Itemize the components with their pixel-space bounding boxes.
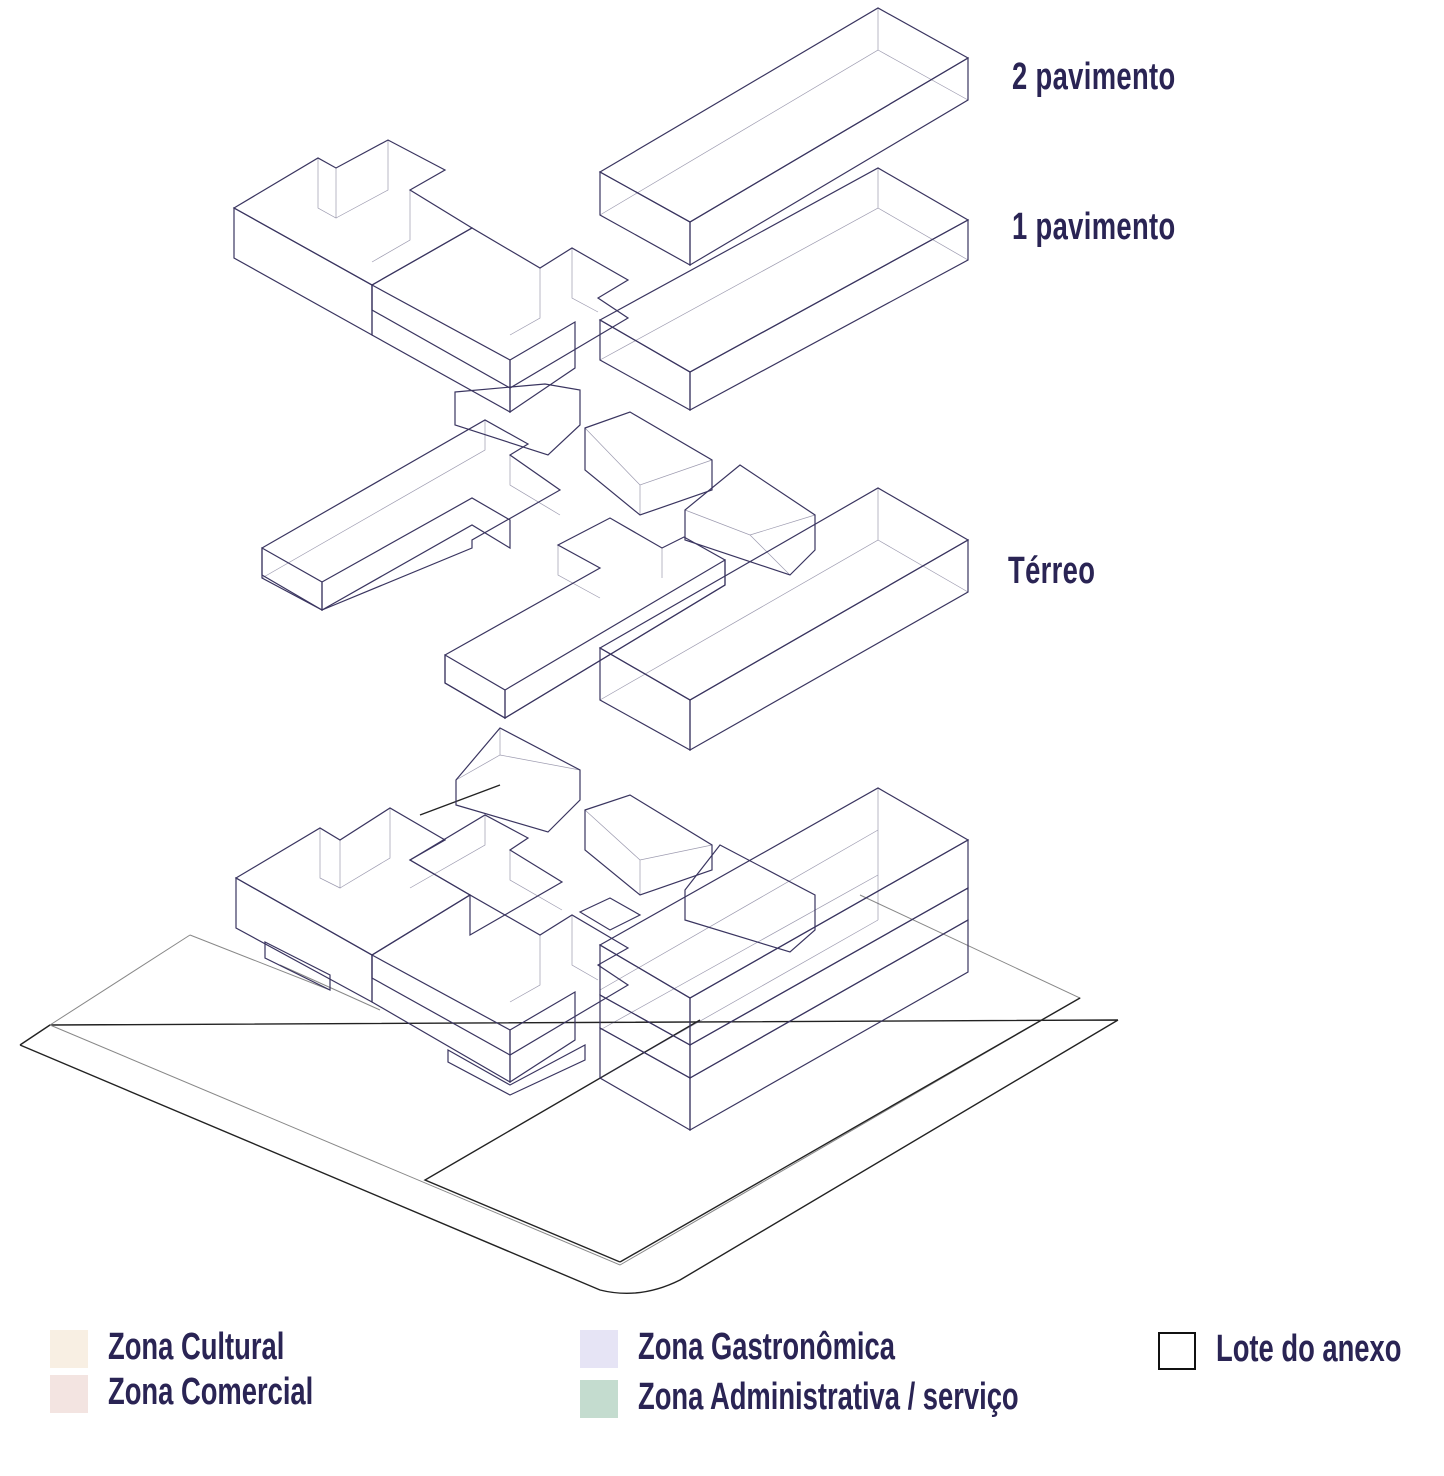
block-1-pavimento-comercial bbox=[371, 227, 630, 414]
block-terreo-comercial bbox=[598, 487, 970, 752]
block-2-pavimento bbox=[598, 7, 970, 267]
assembled-comercial-left bbox=[371, 894, 642, 1096]
legend-cultural-swatch bbox=[50, 1330, 88, 1368]
block-administrativa-upper bbox=[454, 383, 816, 576]
legend-administrativa-swatch bbox=[580, 1380, 618, 1418]
legend-lote-label: Lote do anexo bbox=[1216, 1328, 1402, 1370]
legend-gastronomica-swatch bbox=[580, 1330, 618, 1368]
label-1-pavimento: 1 pavimento bbox=[1012, 206, 1176, 248]
legend-administrativa-label: Zona Administrativa / serviço bbox=[638, 1376, 1019, 1418]
assembled-admin bbox=[455, 727, 816, 953]
block-1-pavimento-right bbox=[598, 167, 970, 412]
legend-comercial-label: Zona Comercial bbox=[108, 1371, 314, 1413]
label-2-pavimento: 2 pavimento bbox=[1012, 56, 1176, 98]
assembled-cultural bbox=[234, 807, 564, 1004]
legend-comercial-swatch bbox=[50, 1375, 88, 1413]
block-1-pavimento-cultural bbox=[232, 139, 474, 337]
site-plot bbox=[19, 784, 1119, 1294]
block-terreo-cultural bbox=[261, 419, 562, 612]
legend-gastronomica-label: Zona Gastronômica bbox=[638, 1326, 895, 1368]
legend-cultural-label: Zona Cultural bbox=[108, 1326, 285, 1368]
axonometric-drawing bbox=[19, 7, 1119, 1294]
assembled-right-tower bbox=[598, 787, 970, 1132]
block-terreo-gastronomica bbox=[444, 517, 726, 720]
label-terreo: Térreo bbox=[1008, 550, 1096, 592]
legend-lote-swatch bbox=[1158, 1332, 1196, 1370]
